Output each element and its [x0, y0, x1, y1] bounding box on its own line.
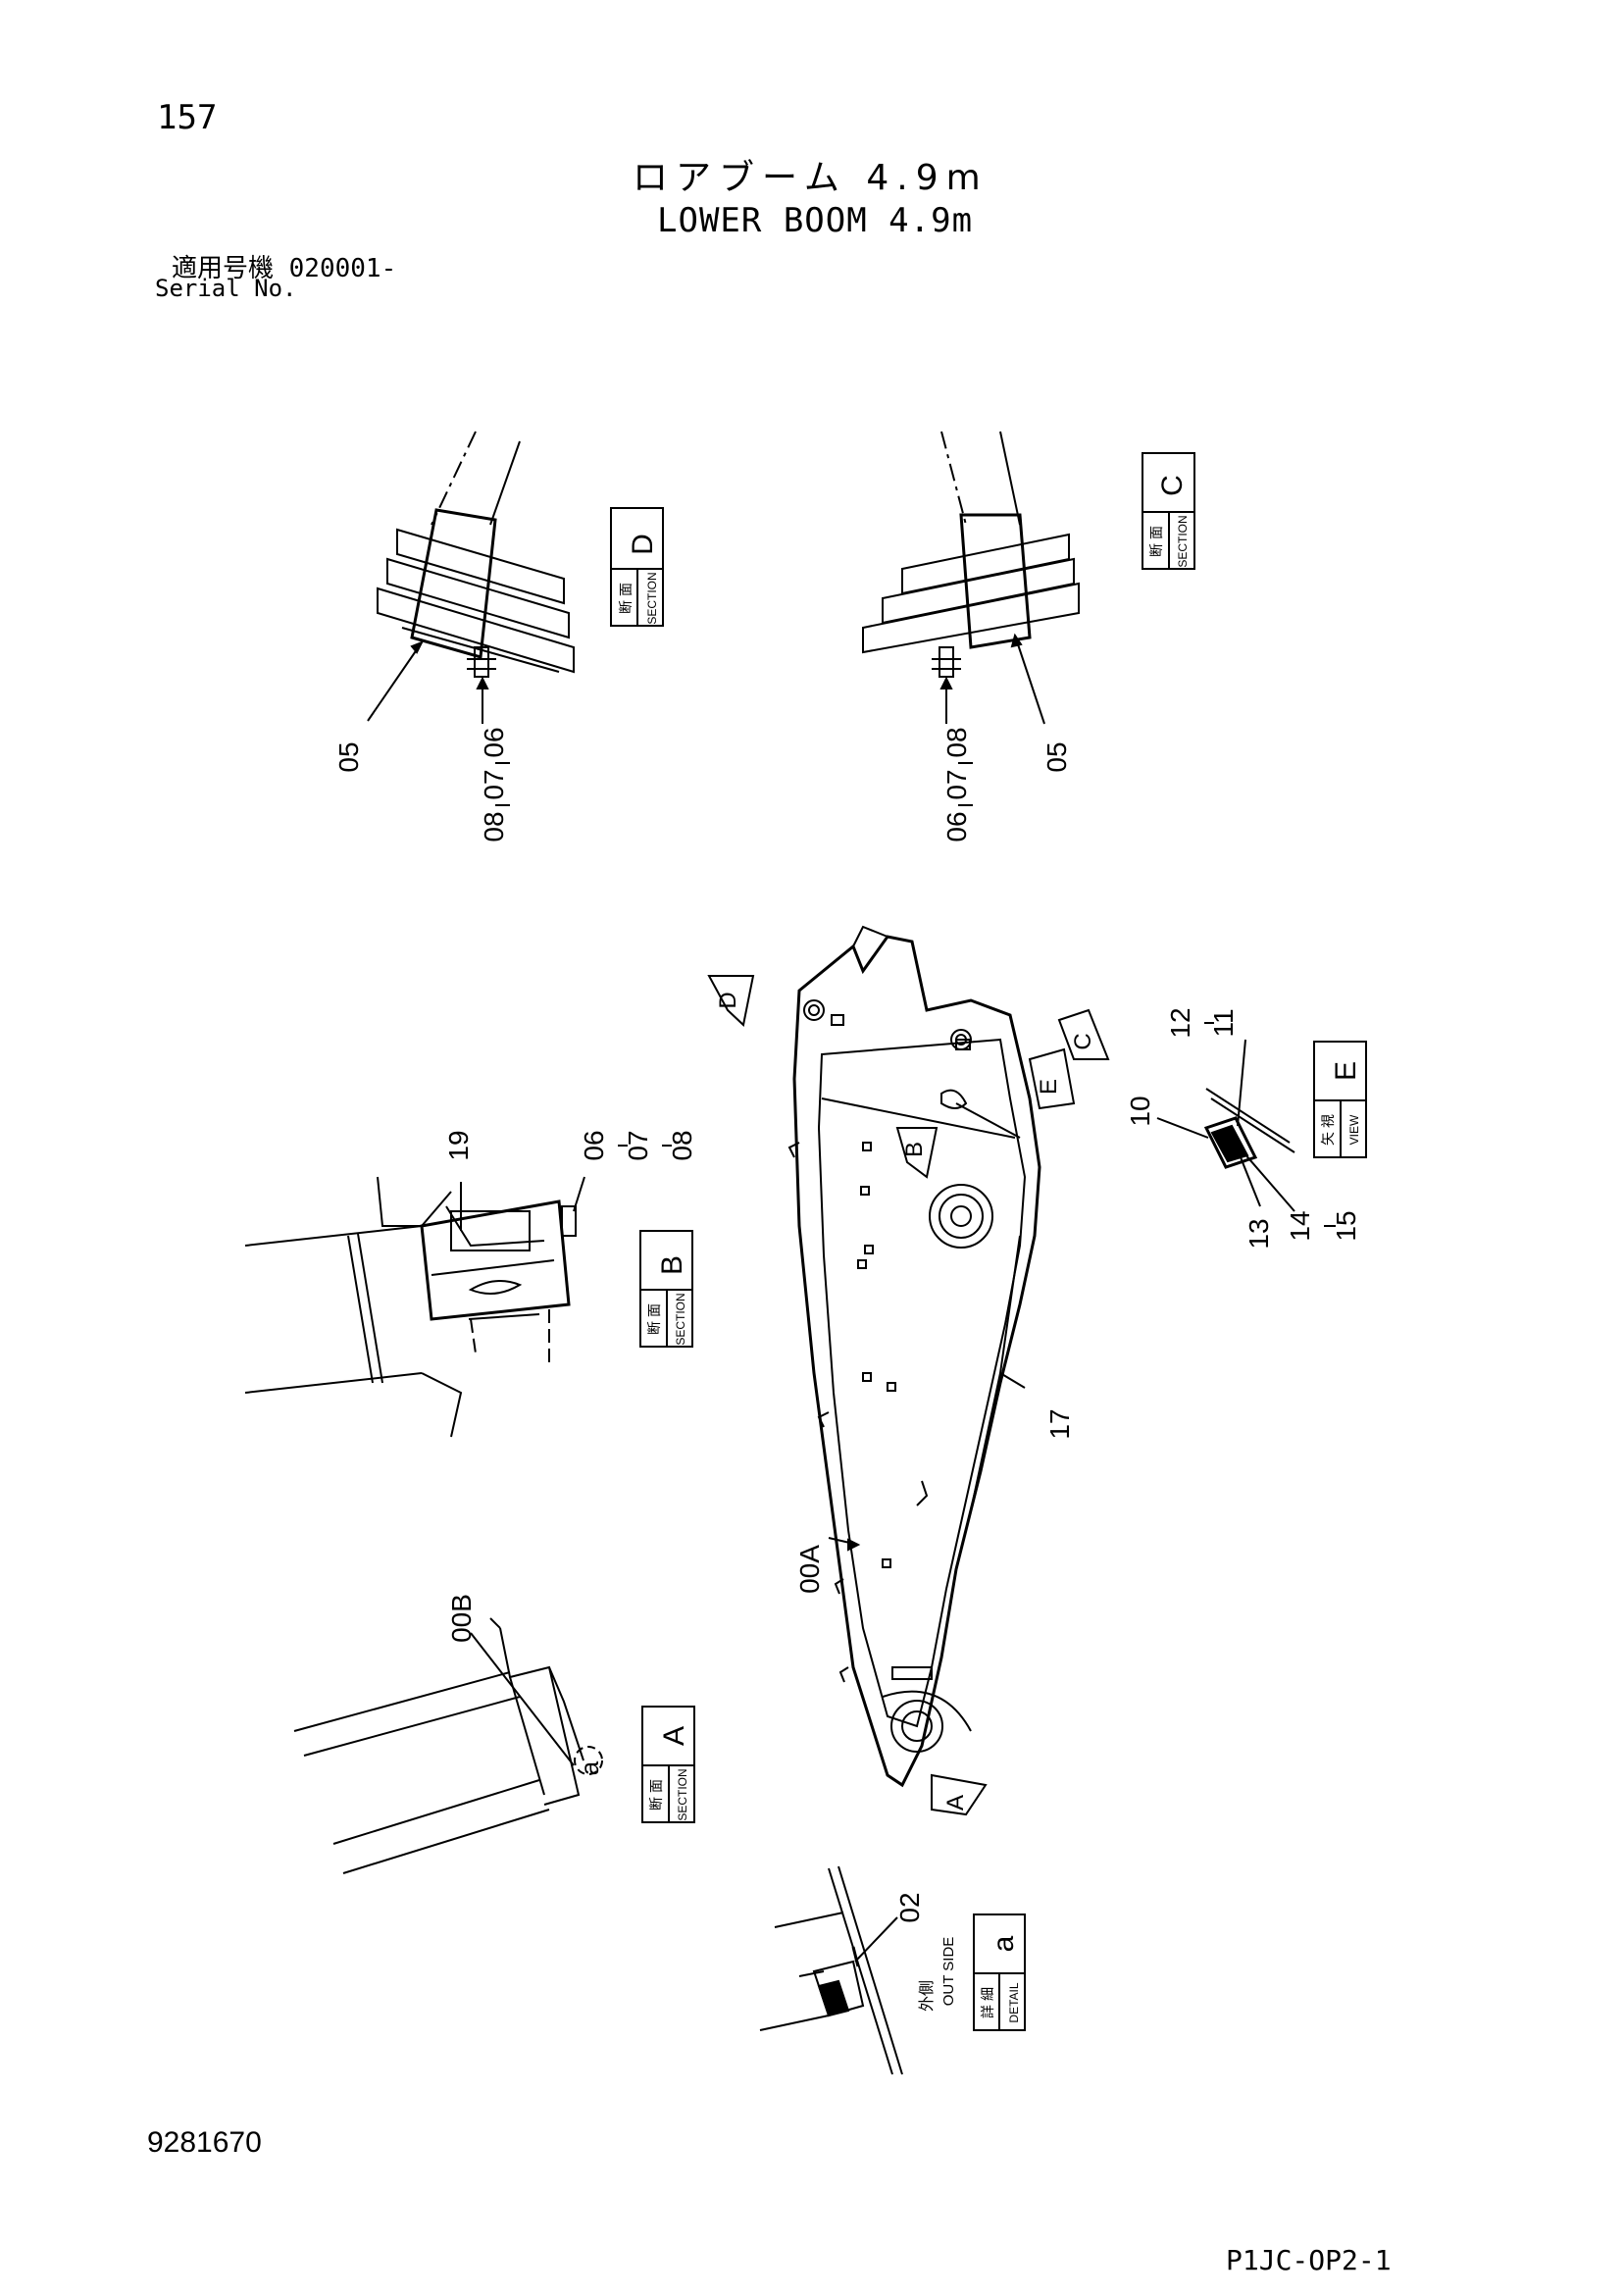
- section-b-drawing: [244, 1176, 693, 1438]
- lower-boom-main-drawing: [787, 925, 1041, 1788]
- arrow-a-marker: [931, 1773, 988, 1816]
- section-c-label-box: [1142, 452, 1195, 570]
- section-c-letter: C: [1156, 475, 1189, 496]
- view-e-kanji: 矢 視: [1320, 1114, 1336, 1146]
- section-d-drawing: [367, 431, 575, 724]
- part-label-05-c: 05: [1041, 741, 1072, 772]
- part-label-06-c: 06: [941, 811, 972, 842]
- section-a-kanji: 断 面: [648, 1779, 664, 1811]
- view-e-word: VIEW: [1347, 1114, 1361, 1145]
- page-title-jp: ロアブーム 4.9m: [633, 158, 989, 198]
- part-label-08-d: 08: [479, 811, 509, 842]
- part-label-14: 14: [1285, 1210, 1315, 1241]
- arrow-b-marker: [895, 1127, 939, 1179]
- part-label-12: 12: [1165, 1007, 1195, 1038]
- page-code: P1JC-OP2-1: [1226, 2244, 1392, 2276]
- arrow-a-letter: A: [942, 1795, 969, 1811]
- part-label-07-b: 07: [623, 1130, 653, 1160]
- arrow-b-letter: B: [901, 1142, 928, 1157]
- detail-a-drawing: [759, 1865, 1026, 2075]
- part-label-05-d: 05: [333, 741, 364, 772]
- detail-a-side-en: OUT SIDE: [940, 1937, 957, 2007]
- section-a-drawing: [293, 1617, 695, 1874]
- part-label-08-c: 08: [941, 727, 972, 757]
- section-a-word: SECTION: [676, 1768, 689, 1820]
- part-label-17: 17: [1044, 1408, 1075, 1439]
- view-e-letter: E: [1330, 1061, 1362, 1081]
- part-label-08-b: 08: [667, 1130, 697, 1160]
- part-label-15: 15: [1331, 1210, 1361, 1241]
- section-d-letter: D: [627, 534, 659, 555]
- arrow-c-letter: C: [1070, 1033, 1096, 1049]
- arrow-e-marker: [1028, 1047, 1076, 1110]
- part-label-10: 10: [1125, 1096, 1155, 1126]
- section-b-letter: B: [656, 1255, 688, 1275]
- view-e-drawing: [1156, 1039, 1367, 1212]
- part-number-separators: [495, 762, 1336, 1227]
- section-b-kanji: 断 面: [646, 1303, 662, 1335]
- section-c-drawing: [862, 431, 1080, 725]
- part-label-07-d: 07: [479, 769, 509, 799]
- arrow-d-letter: D: [715, 992, 741, 1008]
- section-d-word: SECTION: [645, 572, 659, 624]
- page-title-en: LOWER BOOM 4.9m: [657, 201, 974, 240]
- part-label-07-c: 07: [941, 769, 972, 799]
- arrow-c-marker: [1057, 1008, 1110, 1060]
- section-a-letter: A: [658, 1726, 690, 1746]
- section-c-kanji: 断 面: [1148, 526, 1164, 557]
- serial-label-jp: 適用号機 020001-: [172, 254, 397, 283]
- detail-a-kanji: 詳 細: [980, 1987, 995, 2018]
- part-label-00b: 00B: [446, 1594, 477, 1643]
- section-b-word: SECTION: [674, 1293, 687, 1345]
- arrow-d-marker: [707, 975, 755, 1027]
- page-number: 157: [157, 98, 218, 137]
- section-d-kanji: 断 面: [618, 583, 634, 614]
- detail-a-arrow-letter: a: [575, 1760, 604, 1775]
- part-label-13: 13: [1243, 1218, 1274, 1249]
- detail-a-side-jp: 外側: [918, 1980, 936, 2012]
- part-label-19: 19: [443, 1130, 474, 1160]
- part-label-06-b: 06: [579, 1130, 609, 1160]
- part-label-06-d: 06: [479, 727, 509, 757]
- detail-a-word: DETAIL: [1007, 1982, 1021, 2022]
- part-label-02: 02: [894, 1892, 925, 1922]
- serial-label-en: Serial No.: [155, 275, 297, 302]
- part-label-00a: 00A: [794, 1545, 825, 1594]
- section-c-word: SECTION: [1176, 515, 1190, 567]
- arrow-e-letter: E: [1036, 1079, 1062, 1095]
- section-d-label-box: [610, 507, 664, 627]
- detail-a-letter: a: [988, 1935, 1020, 1952]
- document-number: 9281670: [147, 2126, 262, 2159]
